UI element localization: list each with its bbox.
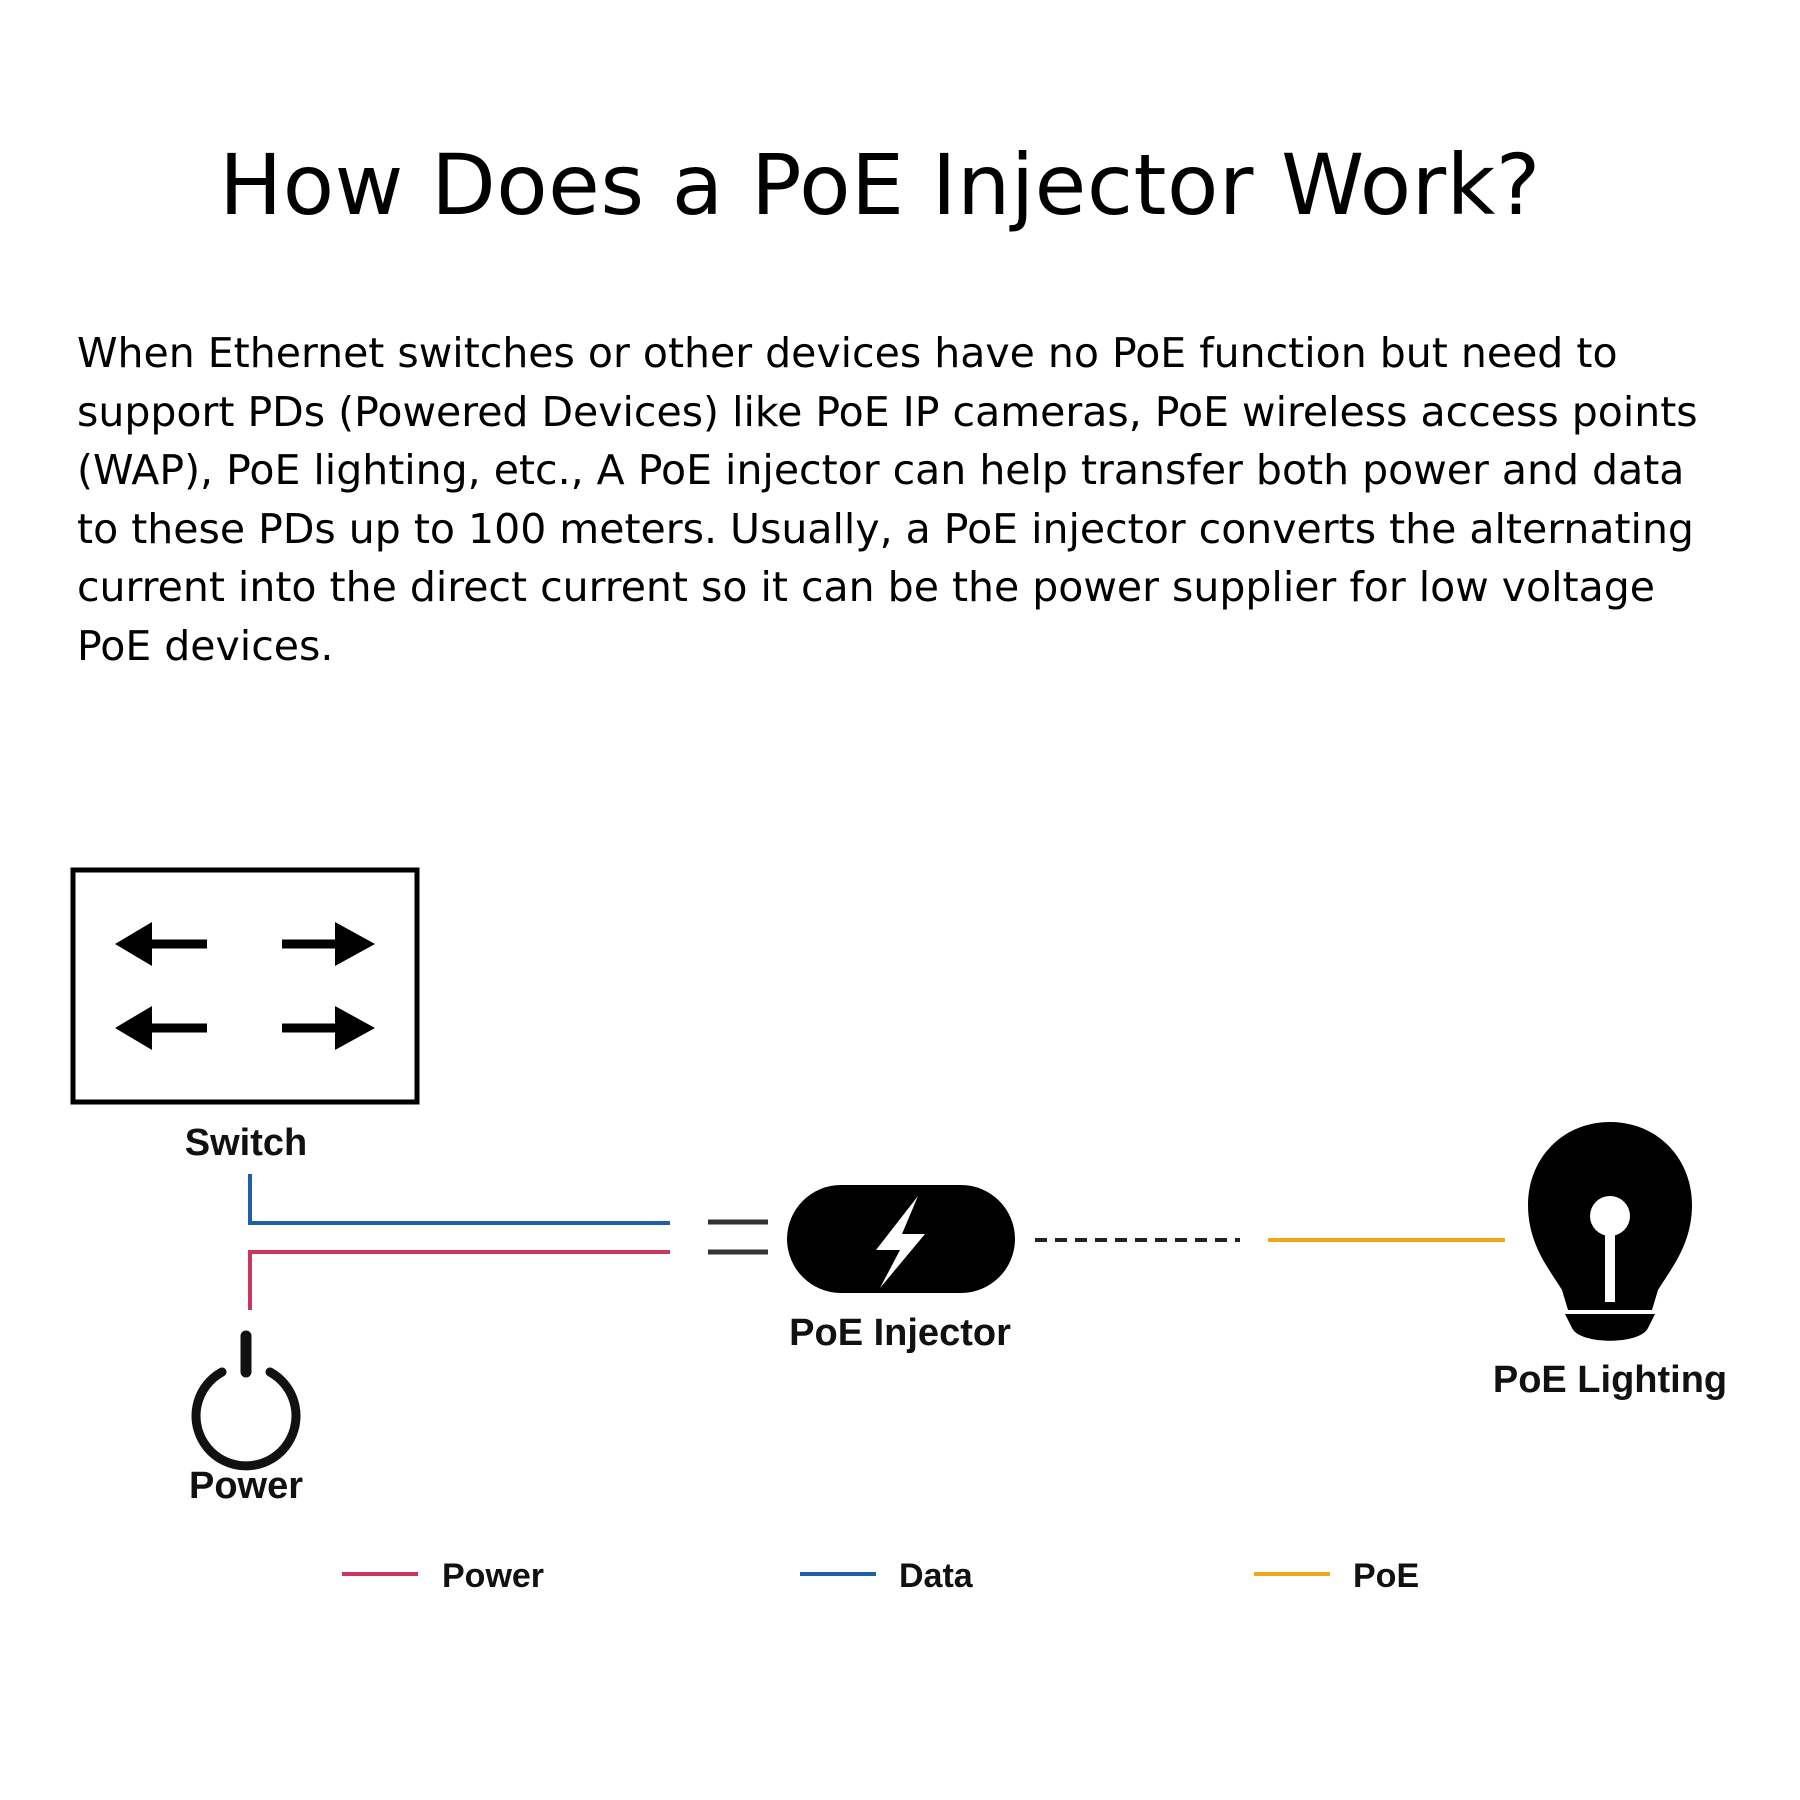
intro-line: current into the direct current so it ca… xyxy=(77,563,1655,611)
light-bulb-icon xyxy=(1528,1122,1692,1341)
injector-input-bars xyxy=(708,1219,768,1255)
lightning-icon xyxy=(876,1196,925,1288)
data-line xyxy=(248,1174,670,1225)
power-line xyxy=(248,1250,670,1310)
intro-line: support PDs (Powered Devices) like PoE I… xyxy=(77,387,1698,436)
page-title: How Does a PoE Injector Work? xyxy=(219,136,1541,234)
intro-paragraph: When Ethernet switches or other devices … xyxy=(77,324,1787,675)
injector-label: PoE Injector xyxy=(789,1312,1011,1354)
lighting-node: PoE Lighting xyxy=(1493,1122,1727,1401)
intro-line: When Ethernet switches or other devices … xyxy=(77,329,1618,377)
legend-item-power: Power xyxy=(342,1557,544,1595)
legend-label: PoE xyxy=(1353,1557,1419,1595)
legend-item-data: Data xyxy=(800,1557,974,1595)
power-label: Power xyxy=(189,1465,303,1507)
intro-line: (WAP), PoE lighting, etc., A PoE injecto… xyxy=(77,446,1685,494)
legend: Power Data PoE xyxy=(342,1557,1419,1595)
lighting-label: PoE Lighting xyxy=(1493,1359,1727,1401)
switch-box xyxy=(70,867,420,1105)
switch-node: Switch xyxy=(70,867,420,1164)
power-icon xyxy=(191,1330,301,1471)
intro-line: to these PDs up to 100 meters. Usually, … xyxy=(77,504,1694,553)
legend-label: Power xyxy=(442,1557,544,1595)
switch-arrows-icon xyxy=(115,922,375,1050)
injector-node: PoE Injector xyxy=(787,1185,1015,1354)
intro-line: PoE devices. xyxy=(77,621,334,670)
switch-label: Switch xyxy=(185,1122,307,1164)
legend-label: Data xyxy=(899,1557,974,1595)
power-node: Power xyxy=(189,1330,303,1507)
legend-item-poe: PoE xyxy=(1254,1557,1419,1595)
